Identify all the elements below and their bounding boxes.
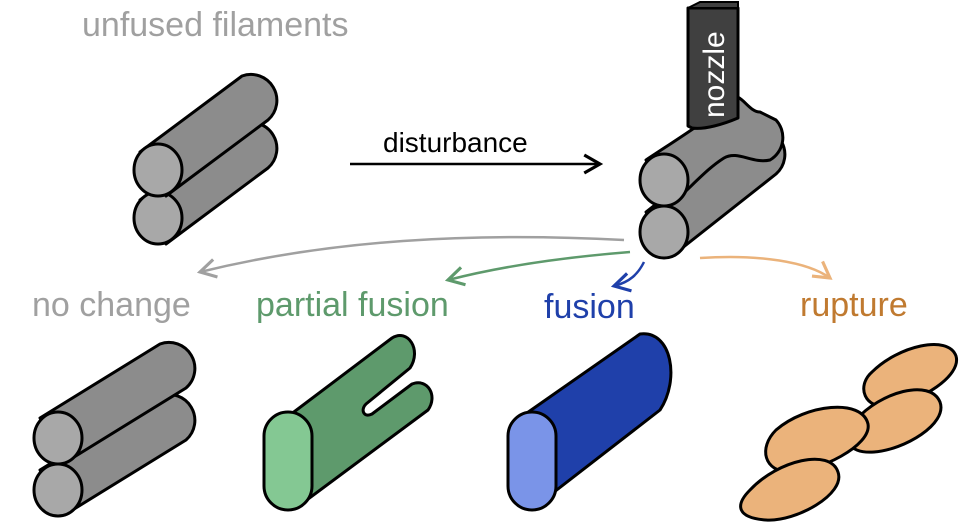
label-no-change: no change <box>32 286 191 324</box>
bottom-filament-end <box>132 190 184 246</box>
rupture-fragment-lower-left <box>739 457 841 522</box>
disturbed-bottom-end <box>638 204 690 260</box>
nozzle-body <box>686 6 740 130</box>
label-rupture: rupture <box>800 286 908 324</box>
arrow-to-fusion <box>610 261 646 293</box>
top-filament-end <box>132 142 184 198</box>
arrow-to-no-change <box>196 235 625 279</box>
rupture-fragment-middle-left <box>764 405 870 474</box>
label-fusion: fusion <box>544 288 635 326</box>
no-change-bottom-end <box>32 462 84 518</box>
rupture-fragment-upper-right <box>862 343 958 408</box>
nozzle: nozzle <box>686 1 740 130</box>
arrow-to-rupture <box>699 255 833 280</box>
partial-fusion-end <box>262 410 314 512</box>
label-nozzle: nozzle <box>698 31 731 118</box>
label-disturbance: disturbance <box>383 127 528 158</box>
label-partial-fusion: partial fusion <box>256 286 449 324</box>
fusion-end <box>506 410 558 512</box>
arrow-to-partial-fusion <box>444 250 631 287</box>
no-change-illustration <box>32 340 197 518</box>
nozzle-cap <box>687 1 739 9</box>
unfused-filaments-illustration <box>132 72 279 246</box>
rupture-illustration <box>739 343 958 522</box>
no-change-top-end <box>32 410 84 466</box>
partial-fusion-illustration <box>262 334 434 512</box>
fusion-illustration <box>506 332 673 512</box>
disturbed-top-end <box>638 152 690 208</box>
label-unfused-filaments: unfused filaments <box>82 6 349 44</box>
